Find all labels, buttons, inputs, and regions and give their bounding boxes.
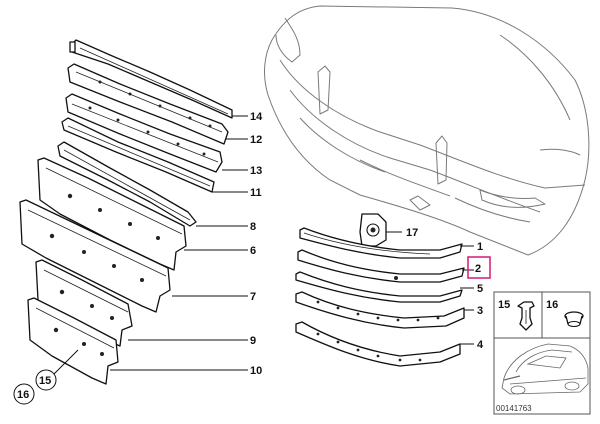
diagram-code: 00141763: [496, 404, 532, 413]
callout-2: 2: [475, 263, 481, 275]
callout-17: 17: [406, 227, 418, 239]
callout-9: 9: [250, 335, 256, 347]
part-5-strip: [295, 271, 463, 303]
callout-16: 16: [17, 389, 29, 401]
part-7-plate: [19, 199, 171, 313]
inset-panel: 15 16 00141763: [493, 291, 591, 415]
callout-3: 3: [477, 305, 483, 317]
right-leader-lines: [460, 245, 474, 345]
part-14-strip: [69, 39, 233, 119]
part-8-strip: [57, 141, 197, 227]
circle-16: [13, 383, 35, 405]
callout-1: 1: [477, 241, 483, 253]
clip-15-icon: [517, 301, 535, 331]
callout-15: 15: [39, 375, 51, 387]
callout-8: 8: [250, 221, 256, 233]
callout-4: 4: [477, 339, 484, 351]
callout-14: 14: [250, 111, 263, 123]
part-17-bracket: [359, 213, 402, 247]
callout-12: 12: [250, 134, 262, 146]
part-10-plate: [27, 297, 119, 385]
rear-bumper-illustration: [264, 5, 590, 256]
part-4-strip: [295, 321, 461, 367]
car-inset-icon: [501, 343, 589, 395]
inset-label-15: 15: [498, 299, 510, 311]
callout-6: 6: [250, 245, 256, 257]
part-2-strip: [297, 249, 465, 283]
callout-5: 5: [477, 283, 483, 295]
callout-13: 13: [250, 165, 262, 177]
part-11-strip: [61, 117, 215, 193]
part-12-strip: [67, 63, 229, 145]
inset-label-16: 16: [546, 299, 558, 311]
callout-7: 7: [250, 291, 256, 303]
part-13-strip: [65, 93, 223, 173]
left-leader-lines: [49, 115, 248, 379]
part-3-strip: [295, 291, 465, 329]
highlight-box-2: [467, 256, 491, 279]
callout-11: 11: [250, 187, 262, 199]
circle-15: [35, 369, 57, 391]
part-6-plate: [37, 157, 187, 271]
callout-10: 10: [250, 365, 262, 377]
part-1-strip: [299, 227, 463, 259]
grommet-16-icon: [564, 311, 584, 328]
